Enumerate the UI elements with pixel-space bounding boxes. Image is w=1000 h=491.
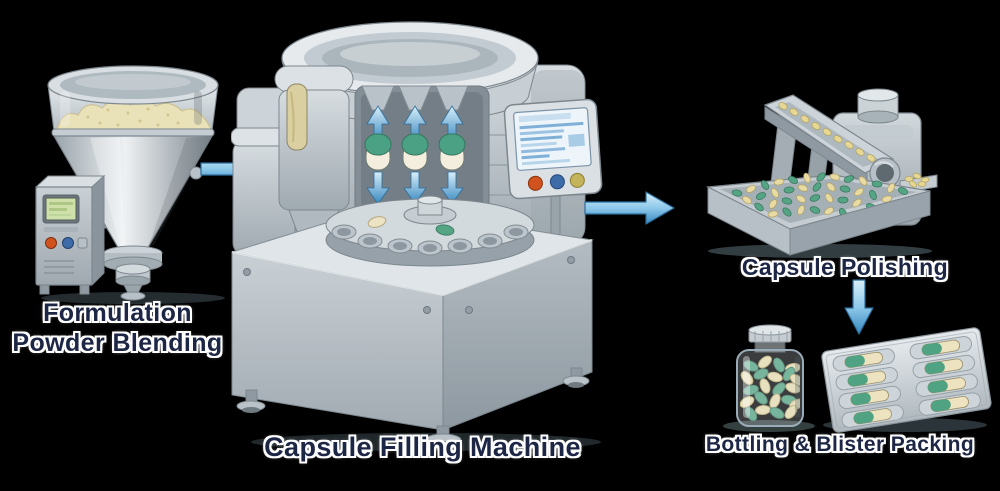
cap-ridges	[754, 331, 788, 341]
hmi-panel	[503, 98, 603, 200]
red-button	[45, 237, 57, 249]
chute-outlet	[869, 157, 901, 189]
discharge-valve	[103, 245, 163, 301]
arrow-right-icon	[584, 191, 675, 225]
stage-label-capsule-filling: Capsule Filling Machine	[264, 432, 581, 462]
powder-speckles	[86, 107, 180, 127]
red-button	[527, 175, 543, 191]
selector-switch	[77, 237, 88, 249]
capsule-polishing-machine-illustration	[705, 88, 938, 258]
blending-control-cabinet	[34, 174, 106, 295]
exit-capsules	[904, 172, 930, 188]
base-bolts	[243, 256, 575, 314]
leveling-feet	[236, 367, 590, 449]
blister-pack	[821, 327, 992, 433]
tray-capsules	[731, 172, 909, 218]
bottle-body	[736, 349, 804, 427]
tray-side-wall	[789, 190, 931, 256]
capsule-filling-machine-illustration	[231, 21, 603, 451]
capsule-icon	[364, 133, 392, 171]
blue-button	[549, 174, 565, 190]
capsule-icon	[401, 133, 429, 171]
dosing-funnels	[361, 85, 469, 111]
disc-pocket-holes	[337, 228, 523, 252]
capsule-icon	[438, 133, 466, 171]
capsule-bottle	[736, 324, 804, 427]
chute-capsules	[778, 102, 876, 162]
label-line: Powder Blending	[12, 328, 223, 357]
stage-label-powder-blending: Formulation Powder Blending	[0, 299, 235, 358]
stage-label-capsule-polishing: Capsule Polishing	[741, 254, 949, 280]
capsule-icon	[367, 216, 387, 228]
bottling-blister-illustration	[723, 324, 992, 433]
floor-shadow	[708, 244, 932, 258]
vents	[44, 260, 74, 274]
collection-tray	[705, 172, 931, 256]
hmi-screen-content	[518, 112, 585, 166]
powder-sight-glass	[286, 83, 308, 151]
bottle-neck	[754, 341, 786, 353]
capsule-chute	[763, 94, 895, 186]
stage-label-bottling-blister: Bottling & Blister Packing	[705, 433, 975, 456]
arrow-down-icon	[844, 279, 874, 335]
yellow-button	[569, 172, 585, 188]
capsule-icon	[435, 224, 455, 236]
powder-blending-machine-illustration	[34, 65, 225, 304]
blue-button	[62, 237, 74, 249]
rotary-disc	[325, 195, 535, 267]
bottle-capsules	[740, 355, 800, 422]
top-cylinder	[857, 88, 899, 102]
label-line: Formulation	[43, 299, 192, 327]
